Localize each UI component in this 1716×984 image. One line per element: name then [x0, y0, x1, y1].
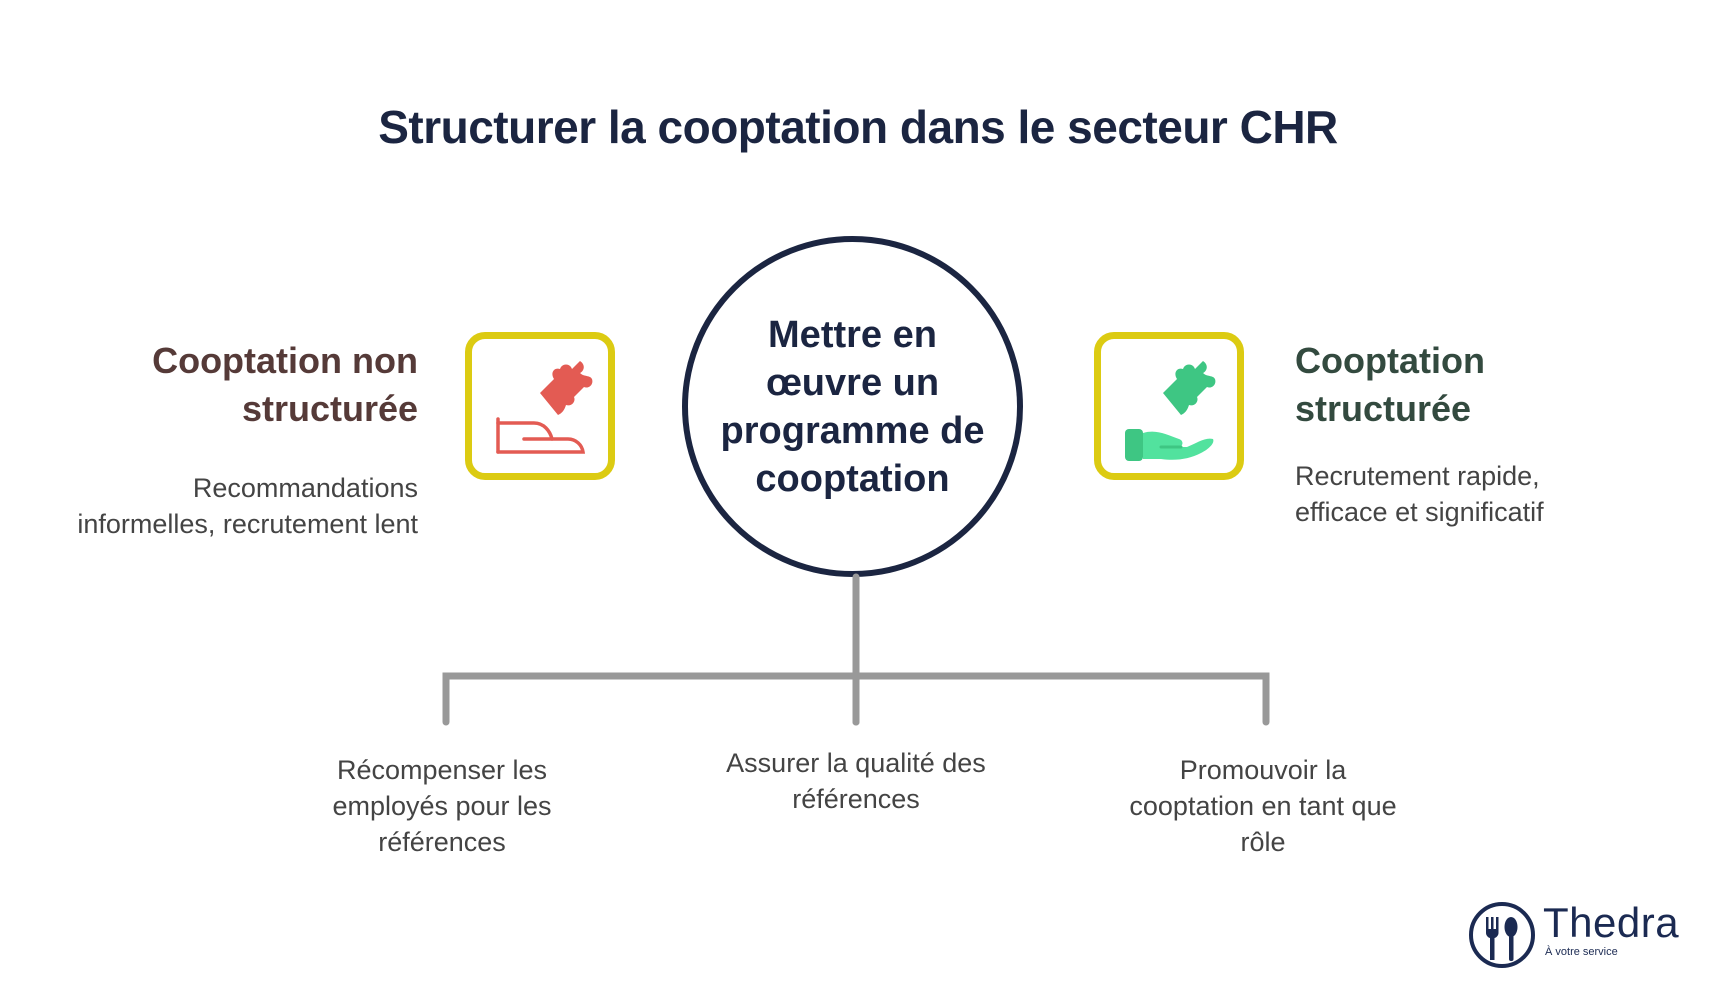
central-goal-line: œuvre un [765, 361, 940, 404]
logo-tagline: À votre service [1545, 946, 1618, 958]
branch-item-reward: Récompenser les employés pour les référe… [292, 752, 592, 860]
right-description: Recrutement rapide, efficace et signific… [1295, 458, 1715, 530]
left-desc-line: Recommandations [192, 473, 418, 503]
hand-dropping-puzzle-piece-icon [496, 361, 593, 454]
branch-line: références [378, 827, 506, 857]
branch-line: Promouvoir la [1179, 755, 1347, 785]
left-description: Recommandations informelles, recrutement… [0, 470, 418, 542]
fork-spoon-logo-icon [1469, 902, 1535, 968]
branch-line: cooptation en tant que [1129, 791, 1397, 821]
logo-name: Thedra [1543, 899, 1680, 946]
page-title: Structurer la cooptation dans le secteur… [378, 101, 1338, 153]
branch-line: rôle [1240, 827, 1286, 857]
right-desc-line: Recrutement rapide, [1295, 461, 1540, 491]
right-desc-line: efficace et significatif [1295, 497, 1544, 527]
left-desc-line: informelles, recrutement lent [77, 509, 418, 539]
branch-line: références [792, 784, 920, 814]
branch-line: Assurer la qualité des [726, 748, 986, 778]
branch-line: Récompenser les [336, 755, 548, 785]
right-icon-box [1094, 332, 1244, 480]
central-goal-circle: Mettre en œuvre un programme de cooptati… [682, 236, 1023, 577]
right-heading-line: Cooptation [1295, 340, 1485, 381]
right-heading: Cooptation structurée [1295, 337, 1695, 433]
central-goal-line: programme de [720, 409, 985, 452]
central-goal-line: Mettre en [768, 313, 937, 356]
branch-item-promote: Promouvoir la cooptation en tant que rôl… [1113, 752, 1413, 860]
hand-holding-puzzle-piece-icon [1125, 361, 1216, 461]
right-heading-line: structurée [1295, 388, 1472, 429]
left-heading-line: structurée [241, 388, 418, 429]
branch-item-quality: Assurer la qualité des références [706, 745, 1006, 817]
central-goal-text: Mettre en œuvre un programme de cooptati… [713, 311, 993, 503]
crossbar-line [442, 672, 1270, 726]
branch-line: employés pour les [332, 791, 552, 821]
left-heading: Cooptation non structurée [18, 337, 418, 433]
left-heading-line: Cooptation non [152, 340, 418, 381]
left-icon-box [465, 332, 615, 480]
central-goal-line: cooptation [755, 457, 950, 500]
